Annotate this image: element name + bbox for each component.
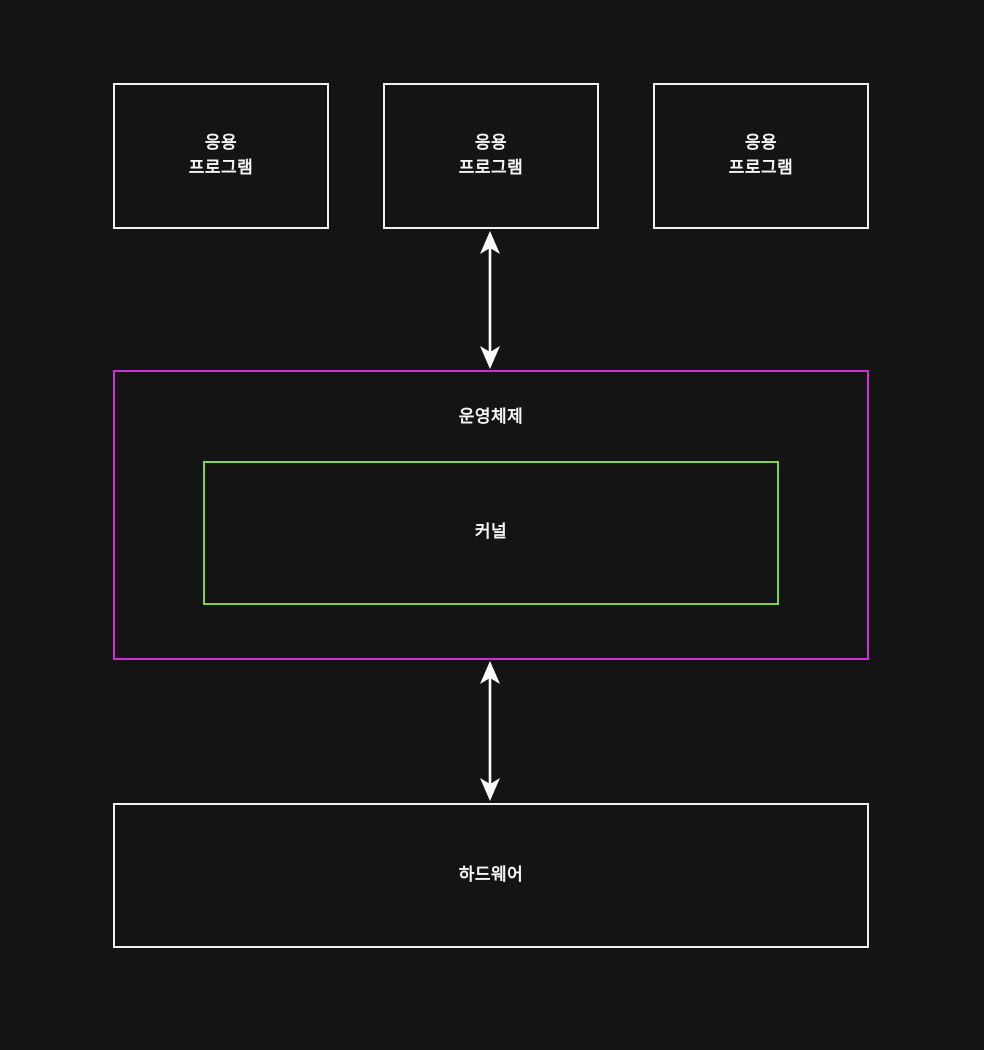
node-hardware: 하드웨어 [113, 803, 869, 948]
node-label-line: 응용 [744, 132, 778, 153]
node-label-line: 응용 [474, 132, 508, 153]
node-kernel: 커널 [203, 461, 779, 605]
node-label-line: 프로그램 [188, 158, 254, 178]
node-label-line: 응용 [204, 132, 238, 153]
node-label: 운영체제 [458, 407, 524, 427]
node-label: 하드웨어 [458, 864, 524, 885]
node-label-line: 프로그램 [458, 158, 524, 178]
node-label-line: 프로그램 [728, 158, 794, 178]
double-arrow-os-hardware-icon [480, 661, 500, 801]
node-label: 커널 [474, 522, 508, 543]
double-arrow-app-os-icon [480, 231, 500, 369]
node-application-program-3: 응용 프로그램 [653, 83, 869, 229]
node-application-program-2: 응용 프로그램 [383, 83, 599, 229]
node-application-program-1: 응용 프로그램 [113, 83, 329, 229]
